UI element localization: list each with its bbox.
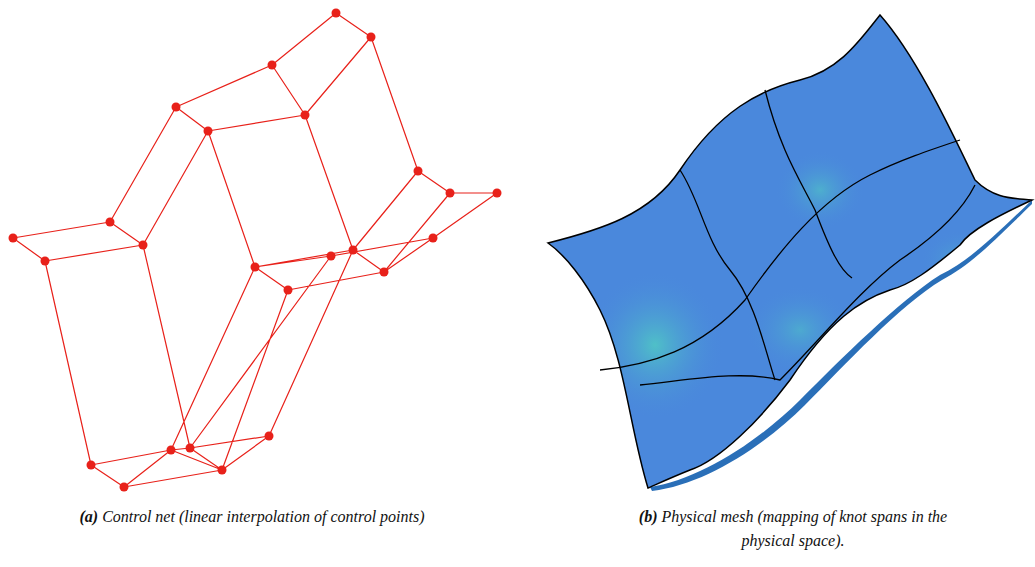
physical-surface bbox=[540, 0, 1035, 500]
caption-text: Physical mesh (mapping of knot spans in … bbox=[661, 508, 947, 549]
subfigure-caption: (b) Physical mesh (mapping of knot spans… bbox=[626, 505, 961, 553]
subfigure-caption: (a) Control net (linear interpolation of… bbox=[80, 505, 425, 529]
caption-tag: (a) bbox=[80, 508, 99, 525]
control-net bbox=[13, 13, 497, 487]
caption-text: Control net (linear interpolation of con… bbox=[102, 508, 424, 525]
caption-tag: (b) bbox=[639, 508, 658, 525]
control-points bbox=[9, 9, 502, 492]
